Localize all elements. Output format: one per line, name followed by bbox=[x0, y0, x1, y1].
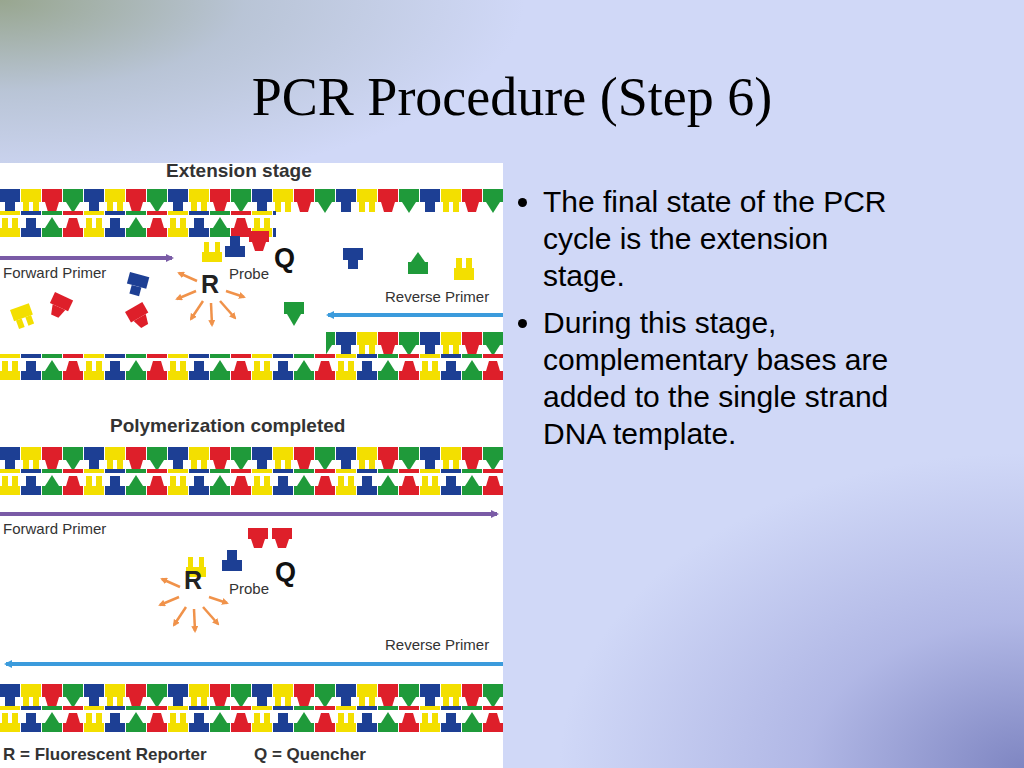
forward-primer-arrow bbox=[0, 256, 172, 260]
probe-label: Probe bbox=[229, 581, 269, 598]
reverse-primer-arrow bbox=[328, 313, 503, 317]
quencher-symbol: Q bbox=[274, 244, 295, 274]
new-strand bbox=[0, 211, 276, 237]
illustration-panel bbox=[0, 163, 503, 768]
reporter-symbol: R bbox=[184, 567, 202, 595]
reporter-symbol: R bbox=[201, 271, 219, 299]
stage-heading: Polymerization completed bbox=[110, 416, 345, 437]
probe bbox=[202, 231, 269, 262]
primer-label: Reverse Primer bbox=[385, 637, 489, 654]
bullet-point: During this stage, complementary bases a… bbox=[543, 304, 917, 452]
dna-strand bbox=[0, 189, 503, 237]
primer-label: Reverse Primer bbox=[385, 289, 489, 306]
slide-title: PCR Procedure (Step 6) bbox=[0, 68, 1024, 127]
template-strand bbox=[0, 354, 503, 380]
dna-strand bbox=[0, 332, 503, 380]
legend-entry: R = Fluorescent Reporter bbox=[3, 746, 207, 765]
primer-label: Forward Primer bbox=[3, 521, 106, 538]
bullet-list: The final state of the PCR cycle is the … bbox=[505, 183, 917, 462]
new-strand bbox=[0, 469, 503, 495]
dna-strand bbox=[0, 684, 503, 732]
forward-primer-arrow bbox=[0, 512, 497, 516]
stage-heading: Extension stage bbox=[166, 161, 312, 182]
primer-label: Forward Primer bbox=[3, 265, 106, 282]
dna-strand bbox=[0, 447, 503, 495]
quencher-symbol: Q bbox=[275, 558, 296, 588]
probe-label: Probe bbox=[229, 266, 269, 283]
template-strand bbox=[0, 706, 503, 732]
legend-entry: Q = Quencher bbox=[254, 746, 366, 765]
bullet-point: The final state of the PCR cycle is the … bbox=[543, 183, 917, 294]
reverse-primer-arrow bbox=[6, 662, 503, 666]
